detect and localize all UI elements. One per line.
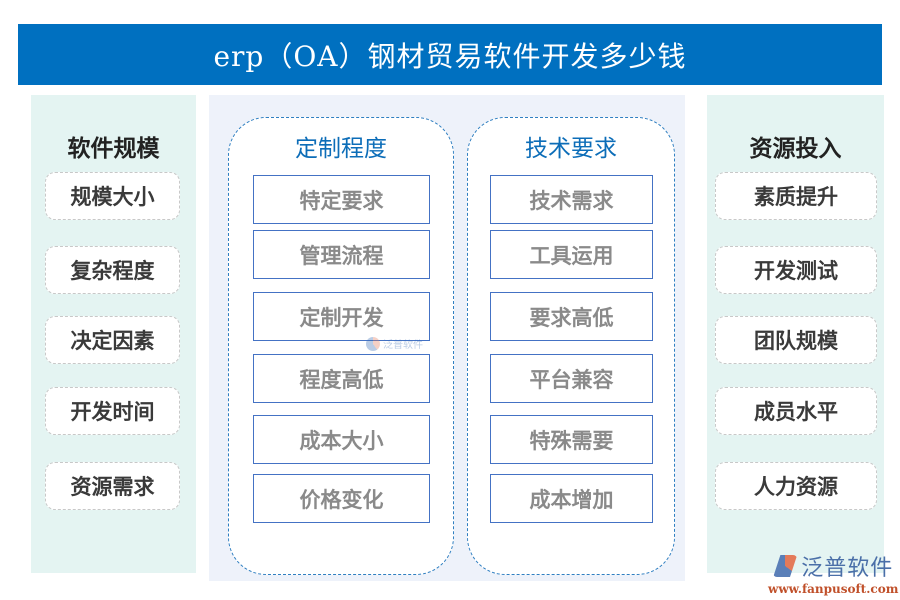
- watermark-center: 泛普软件: [366, 336, 423, 351]
- left-item: 复杂程度: [45, 246, 180, 294]
- left-item: 开发时间: [45, 387, 180, 435]
- watermark-corner: 泛普软件 www.fanpusoft.com: [768, 550, 898, 596]
- center-panel: 定制程度 特定要求 管理流程 定制开发 程度高低 成本大小 价格变化 技术要求 …: [209, 95, 685, 581]
- group-item: 平台兼容: [490, 354, 653, 403]
- group-item: 成本大小: [253, 415, 430, 464]
- brand-logo-icon: [773, 555, 798, 577]
- brand-logo-icon: [366, 336, 380, 351]
- group-item: 特殊需要: [490, 415, 653, 464]
- right-item: 团队规模: [715, 316, 877, 364]
- right-item: 素质提升: [715, 172, 877, 220]
- right-item: 开发测试: [715, 246, 877, 294]
- left-item: 规模大小: [45, 172, 180, 220]
- group-item: 工具运用: [490, 230, 653, 279]
- right-panel-resource-input: 资源投入 素质提升 开发测试 团队规模 成员水平 人力资源: [707, 95, 884, 573]
- watermark-brand: 泛普软件: [801, 556, 894, 581]
- right-panel-title: 资源投入: [749, 135, 842, 162]
- watermark-brand: 泛普软件: [383, 340, 423, 351]
- group-item: 价格变化: [253, 474, 430, 523]
- right-item: 成员水平: [715, 387, 877, 435]
- group-item: 定制开发: [253, 292, 430, 341]
- group-item: 特定要求: [253, 175, 430, 224]
- group-item: 要求高低: [490, 292, 653, 341]
- group-title: 定制程度: [295, 136, 387, 162]
- left-panel-software-scale: 软件规模 规模大小 复杂程度 决定因素 开发时间 资源需求: [31, 95, 196, 573]
- group-title: 技术要求: [525, 136, 617, 162]
- watermark-url: www.fanpusoft.com: [768, 582, 899, 596]
- group-item: 技术需求: [490, 175, 653, 224]
- group-item: 成本增加: [490, 474, 653, 523]
- left-item: 资源需求: [45, 462, 180, 510]
- group-technical-requirements: 技术要求 技术需求 工具运用 要求高低 平台兼容 特殊需要 成本增加: [467, 117, 675, 575]
- left-panel-title: 软件规模: [67, 135, 160, 162]
- group-customization-degree: 定制程度 特定要求 管理流程 定制开发 程度高低 成本大小 价格变化: [228, 117, 454, 575]
- right-item: 人力资源: [715, 462, 877, 510]
- left-item: 决定因素: [45, 316, 180, 364]
- group-item: 管理流程: [253, 230, 430, 279]
- page-title: erp（OA）钢材贸易软件开发多少钱: [18, 24, 882, 85]
- group-item: 程度高低: [253, 354, 430, 403]
